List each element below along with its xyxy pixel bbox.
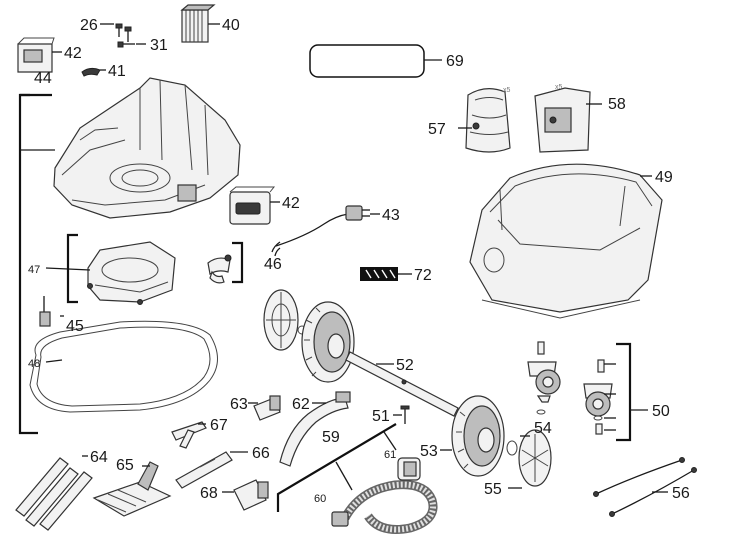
part-wheel-right (451, 395, 505, 477)
callout-57: 57 (428, 121, 446, 138)
callout-labels: 26 31 40 42 41 44 42 43 46 47 45 48 69 5… (28, 17, 690, 505)
callout-72: 72 (414, 267, 432, 284)
callout-64: 64 (90, 449, 108, 466)
callout-45: 45 (66, 318, 84, 335)
callout-31: 31 (150, 37, 168, 54)
part-screws-26-31 (115, 23, 135, 48)
callout-59: 59 (322, 429, 340, 446)
callout-61: 61 (384, 449, 396, 461)
callout-55: 55 (484, 481, 502, 498)
group-brackets (18, 93, 648, 512)
part-crevice-tool-66 (175, 451, 233, 489)
callout-60: 60 (314, 493, 326, 505)
callout-53: 53 (420, 443, 438, 460)
part-paper-bag-58 (534, 87, 591, 153)
part-sticker-72 (360, 267, 398, 281)
part-switch-42 (229, 186, 276, 225)
callout-63: 63 (230, 396, 248, 413)
leader-lines (45, 23, 668, 493)
callout-44: 44 (34, 70, 52, 87)
callout-42-mid: 42 (282, 195, 300, 212)
callout-51: 51 (372, 408, 390, 425)
part-bent-tube-62 (279, 391, 351, 467)
callout-47: 47 (28, 264, 40, 276)
callout-42-top: 42 (64, 45, 82, 62)
part-cable-holder-46 (207, 254, 232, 284)
part-connector-63 (253, 395, 281, 421)
part-wheel-left (301, 301, 355, 383)
part-tank-49 (469, 163, 663, 319)
callout-58: 58 (608, 96, 626, 113)
callout-62: 62 (292, 396, 310, 413)
part-filter-cage-47 (87, 241, 176, 305)
callout-41: 41 (108, 63, 126, 80)
callout-69: 69 (446, 53, 464, 70)
callout-52: 52 (396, 357, 414, 374)
callout-40: 40 (222, 17, 240, 34)
callout-50: 50 (652, 403, 670, 420)
callout-66: 66 (252, 445, 270, 462)
badge-bag-57: x5 (503, 87, 511, 94)
part-cover-42-top (17, 37, 55, 73)
part-axle-52 (345, 351, 459, 417)
callout-68: 68 (200, 485, 218, 502)
part-hose-59 (331, 457, 438, 534)
part-casters-50 (527, 341, 613, 435)
part-fuse-45 (39, 296, 51, 327)
part-power-cord-43 (271, 205, 370, 257)
part-screw-51 (400, 405, 410, 424)
part-hubcap-55 (518, 429, 552, 487)
callout-43: 43 (382, 207, 400, 224)
part-filter-bag-57 (465, 88, 511, 153)
badge-bag-58: x5 (555, 84, 563, 91)
callout-67: 67 (210, 417, 228, 434)
callout-26: 26 (80, 17, 98, 34)
callout-49: 49 (655, 169, 673, 186)
part-tubes-64 (15, 457, 93, 531)
callout-65: 65 (116, 457, 134, 474)
callout-48: 48 (28, 358, 40, 370)
callout-56: 56 (672, 485, 690, 502)
part-filter-40 (180, 4, 216, 43)
part-nozzle-67 (171, 421, 207, 449)
callout-46: 46 (264, 256, 282, 273)
part-cables-56 (593, 457, 697, 517)
part-clip-41 (81, 67, 101, 77)
part-label-plate-69 (309, 44, 425, 78)
part-oring-54 (506, 440, 518, 456)
part-floor-nozzle-65 (92, 461, 172, 517)
callout-54: 54 (534, 420, 552, 437)
part-adapter-68 (233, 479, 269, 511)
part-gasket-48 (29, 320, 218, 413)
part-motor-housing-44 (53, 77, 241, 219)
part-wheel-cap (263, 289, 307, 351)
